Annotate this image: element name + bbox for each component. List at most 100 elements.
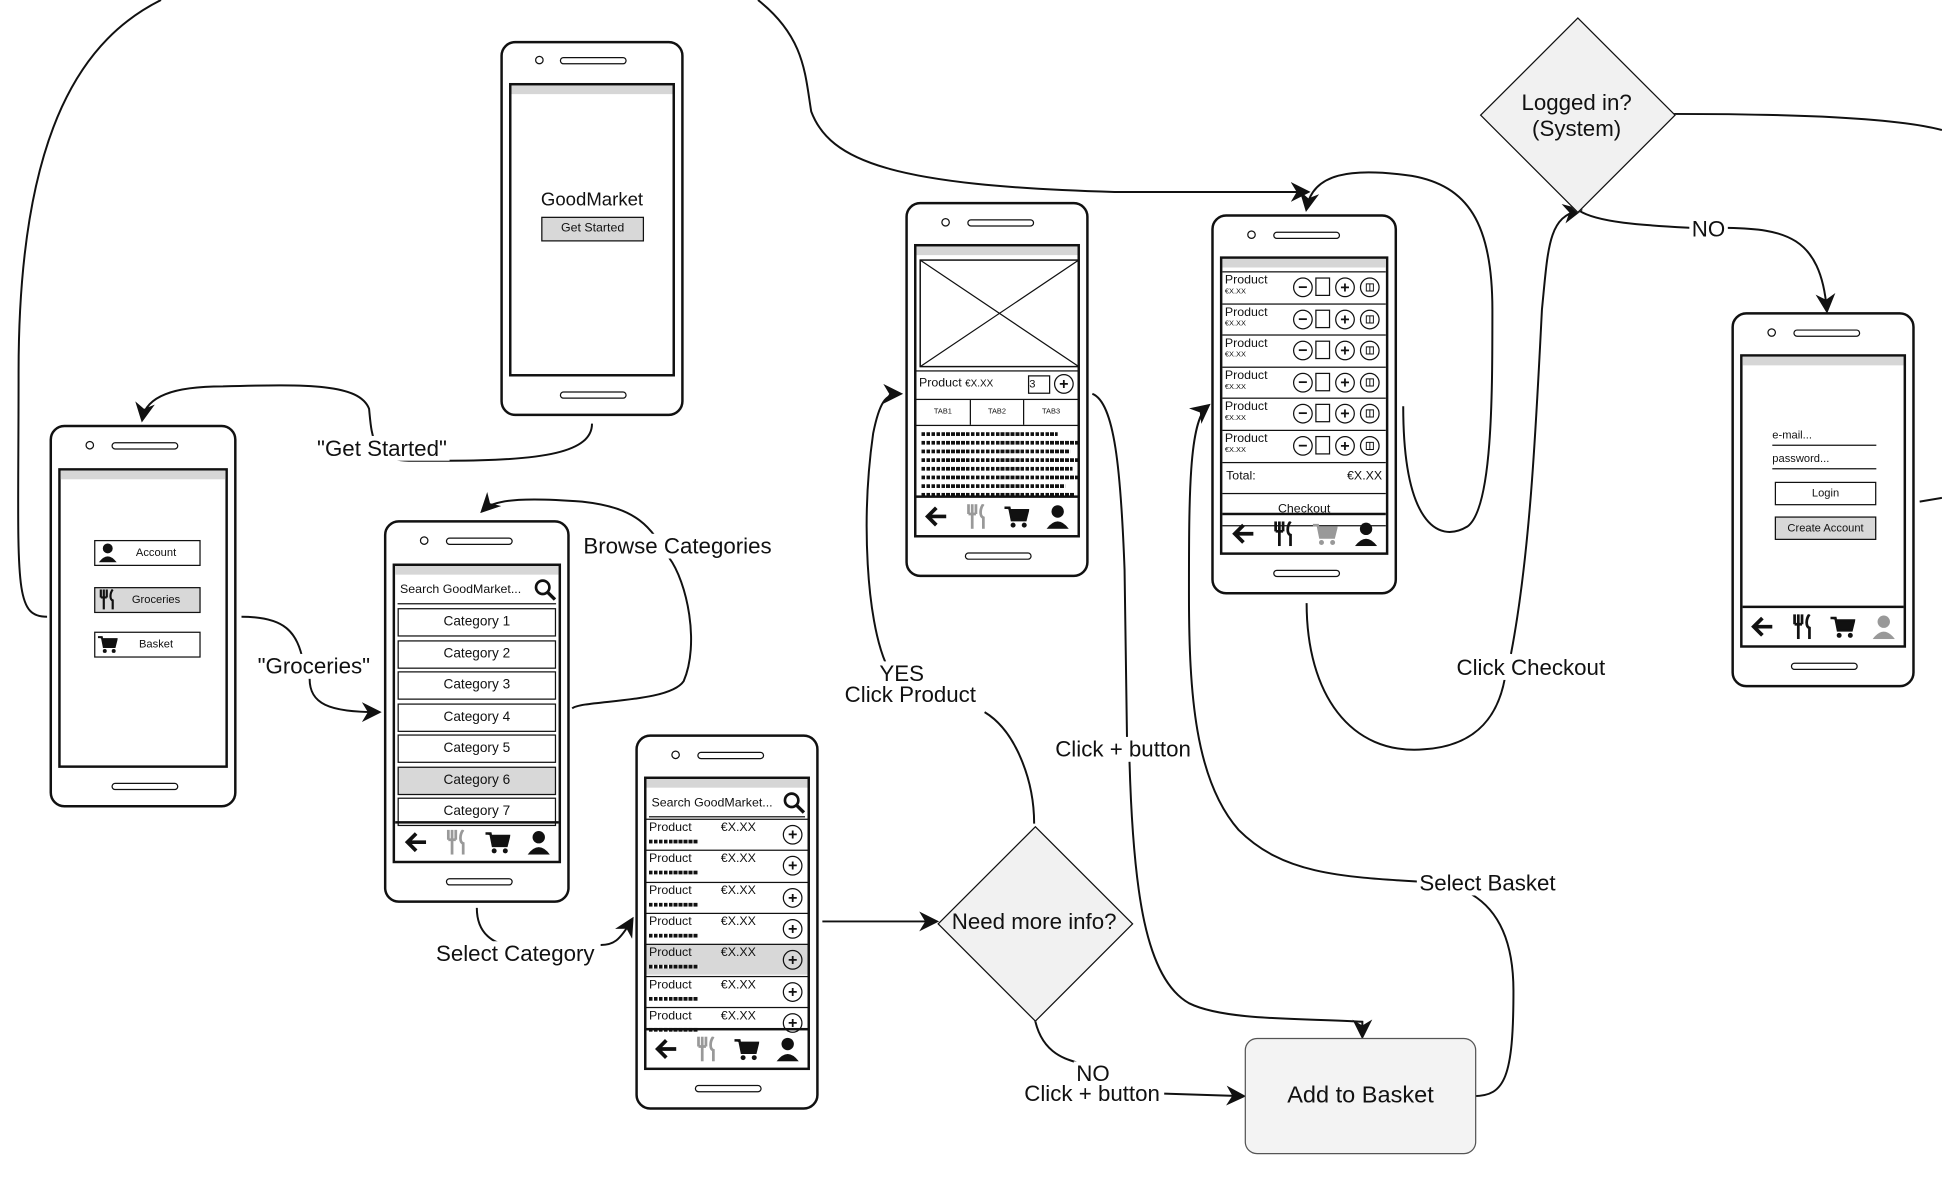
category-item[interactable]: Category 1 <box>397 608 557 637</box>
add-icon[interactable]: + <box>782 856 803 876</box>
user-icon[interactable] <box>1353 521 1378 547</box>
category-item[interactable]: Category 5 <box>397 734 557 763</box>
plus-icon[interactable]: + <box>1335 309 1355 329</box>
search-icon[interactable] <box>534 578 557 601</box>
add-icon[interactable]: + <box>782 918 803 939</box>
back-arrow-icon[interactable] <box>1230 521 1255 546</box>
bottom-nav <box>916 495 1078 535</box>
add-icon[interactable]: + <box>782 950 803 970</box>
search-input[interactable]: Search GoodMarket... <box>397 578 557 605</box>
minus-icon[interactable]: − <box>1292 309 1313 329</box>
product-row[interactable]: Product€X.XX+ <box>646 881 808 912</box>
minus-icon[interactable]: − <box>1292 403 1313 424</box>
product-price: €X.XX <box>720 852 756 867</box>
product-row[interactable]: Product€X.XX+ <box>646 912 808 944</box>
quantity-box[interactable] <box>1315 372 1331 391</box>
product-row[interactable]: Product€X.XX+ <box>646 943 808 975</box>
groceries-button[interactable]: Groceries <box>94 587 201 614</box>
cart-icon[interactable] <box>734 1037 760 1062</box>
trash-icon[interactable]: ◫ <box>1359 372 1380 392</box>
cart-icon[interactable] <box>484 830 510 855</box>
minus-icon[interactable]: − <box>1292 435 1313 456</box>
quantity-box[interactable] <box>1315 403 1331 423</box>
quantity-box[interactable] <box>1315 435 1331 454</box>
back-arrow-icon[interactable] <box>1750 614 1775 639</box>
category-item[interactable]: Category 2 <box>397 639 557 669</box>
plus-icon[interactable]: + <box>1335 277 1355 298</box>
product-name: Product <box>1224 431 1268 446</box>
trash-icon[interactable]: ◫ <box>1359 340 1380 361</box>
product-name: Product <box>1224 336 1268 351</box>
back-arrow-icon[interactable] <box>654 1037 679 1062</box>
basket-row: Product€X.XX − +◫ <box>1222 429 1386 460</box>
category-item[interactable]: Category 4 <box>397 702 557 732</box>
add-to-basket-icon[interactable]: + <box>1053 374 1074 394</box>
user-icon[interactable] <box>1871 614 1896 640</box>
minus-icon[interactable]: − <box>1292 277 1313 298</box>
product-row[interactable]: Product€X.XX+ <box>646 975 808 1006</box>
cutlery-icon[interactable] <box>1791 614 1816 640</box>
phone-product-list: Search GoodMarket... Product€X.XX+Produc… <box>635 734 819 1110</box>
cutlery-icon <box>99 588 114 610</box>
tab-3[interactable]: TAB3 <box>1042 408 1061 417</box>
cart-icon[interactable] <box>1312 521 1337 546</box>
product-price: €X.XX <box>1224 446 1246 454</box>
category-item[interactable]: Category 6 <box>397 766 557 795</box>
cutlery-icon[interactable] <box>444 829 469 855</box>
minus-icon[interactable]: − <box>1292 340 1313 361</box>
cutlery-icon[interactable] <box>1271 521 1296 547</box>
quantity-box[interactable] <box>1315 309 1331 328</box>
get-started-button[interactable]: Get Started <box>541 216 645 242</box>
tab-1[interactable]: TAB1 <box>916 400 971 425</box>
plus-icon[interactable]: + <box>1335 340 1355 361</box>
user-icon[interactable] <box>775 1037 800 1062</box>
user-icon[interactable] <box>1045 504 1070 529</box>
add-icon[interactable]: + <box>782 887 803 908</box>
back-arrow-icon[interactable] <box>403 830 428 855</box>
cutlery-icon[interactable] <box>964 504 989 529</box>
product-name: Product <box>918 376 962 391</box>
product-row[interactable]: Product€X.XX+ <box>646 849 808 881</box>
quantity-box[interactable] <box>1315 340 1331 360</box>
product-price: €X.XX <box>720 1009 756 1023</box>
minus-icon[interactable]: − <box>1292 372 1313 392</box>
edge-select-basket <box>1187 406 1515 1098</box>
basket-row: Product€X.XX−+◫ <box>1222 302 1386 334</box>
add-icon[interactable]: + <box>782 1012 803 1033</box>
login-button[interactable]: Login <box>1774 481 1877 506</box>
add-icon[interactable]: + <box>782 824 803 845</box>
email-field[interactable]: e-mail... <box>1772 429 1877 446</box>
quantity-stepper[interactable]: 3 <box>1027 375 1051 394</box>
edge-get-started <box>135 384 593 462</box>
password-field[interactable]: password... <box>1772 452 1877 470</box>
cart-icon[interactable] <box>1830 614 1856 639</box>
quantity-box[interactable] <box>1315 277 1331 297</box>
trash-icon[interactable]: ◫ <box>1359 435 1380 456</box>
plus-icon[interactable]: + <box>1335 435 1355 456</box>
tab-2[interactable]: TAB2 <box>971 400 1025 425</box>
create-account-button[interactable]: Create Account <box>1774 516 1877 540</box>
basket-button[interactable]: Basket <box>94 631 201 658</box>
cutlery-icon[interactable] <box>694 1036 719 1062</box>
cart-icon[interactable] <box>1004 504 1030 529</box>
edge-no <box>1033 1015 1078 1064</box>
search-input[interactable]: Search GoodMarket... <box>648 791 806 818</box>
account-button[interactable]: Account <box>94 539 201 566</box>
trash-icon[interactable]: ◫ <box>1359 309 1380 329</box>
user-icon[interactable] <box>526 830 551 855</box>
edge-groceries <box>241 615 305 663</box>
trash-icon[interactable]: ◫ <box>1359 403 1380 424</box>
label-click-plus-detail: Click + button <box>1052 736 1194 762</box>
add-icon[interactable]: + <box>782 981 803 1002</box>
edge-no-2 <box>1164 1085 1247 1106</box>
product-row[interactable]: Product€X.XX+ <box>646 818 808 850</box>
basket-row: Product€X.XX−+◫ <box>1222 397 1386 429</box>
back-arrow-icon[interactable] <box>924 504 949 529</box>
plus-icon[interactable]: + <box>1335 403 1355 424</box>
label-click-plus-list: Click + button <box>1021 1081 1163 1106</box>
search-icon[interactable] <box>783 791 806 814</box>
plus-icon[interactable]: + <box>1335 372 1355 392</box>
trash-icon[interactable]: ◫ <box>1359 277 1380 298</box>
category-item[interactable]: Category 3 <box>397 671 557 700</box>
